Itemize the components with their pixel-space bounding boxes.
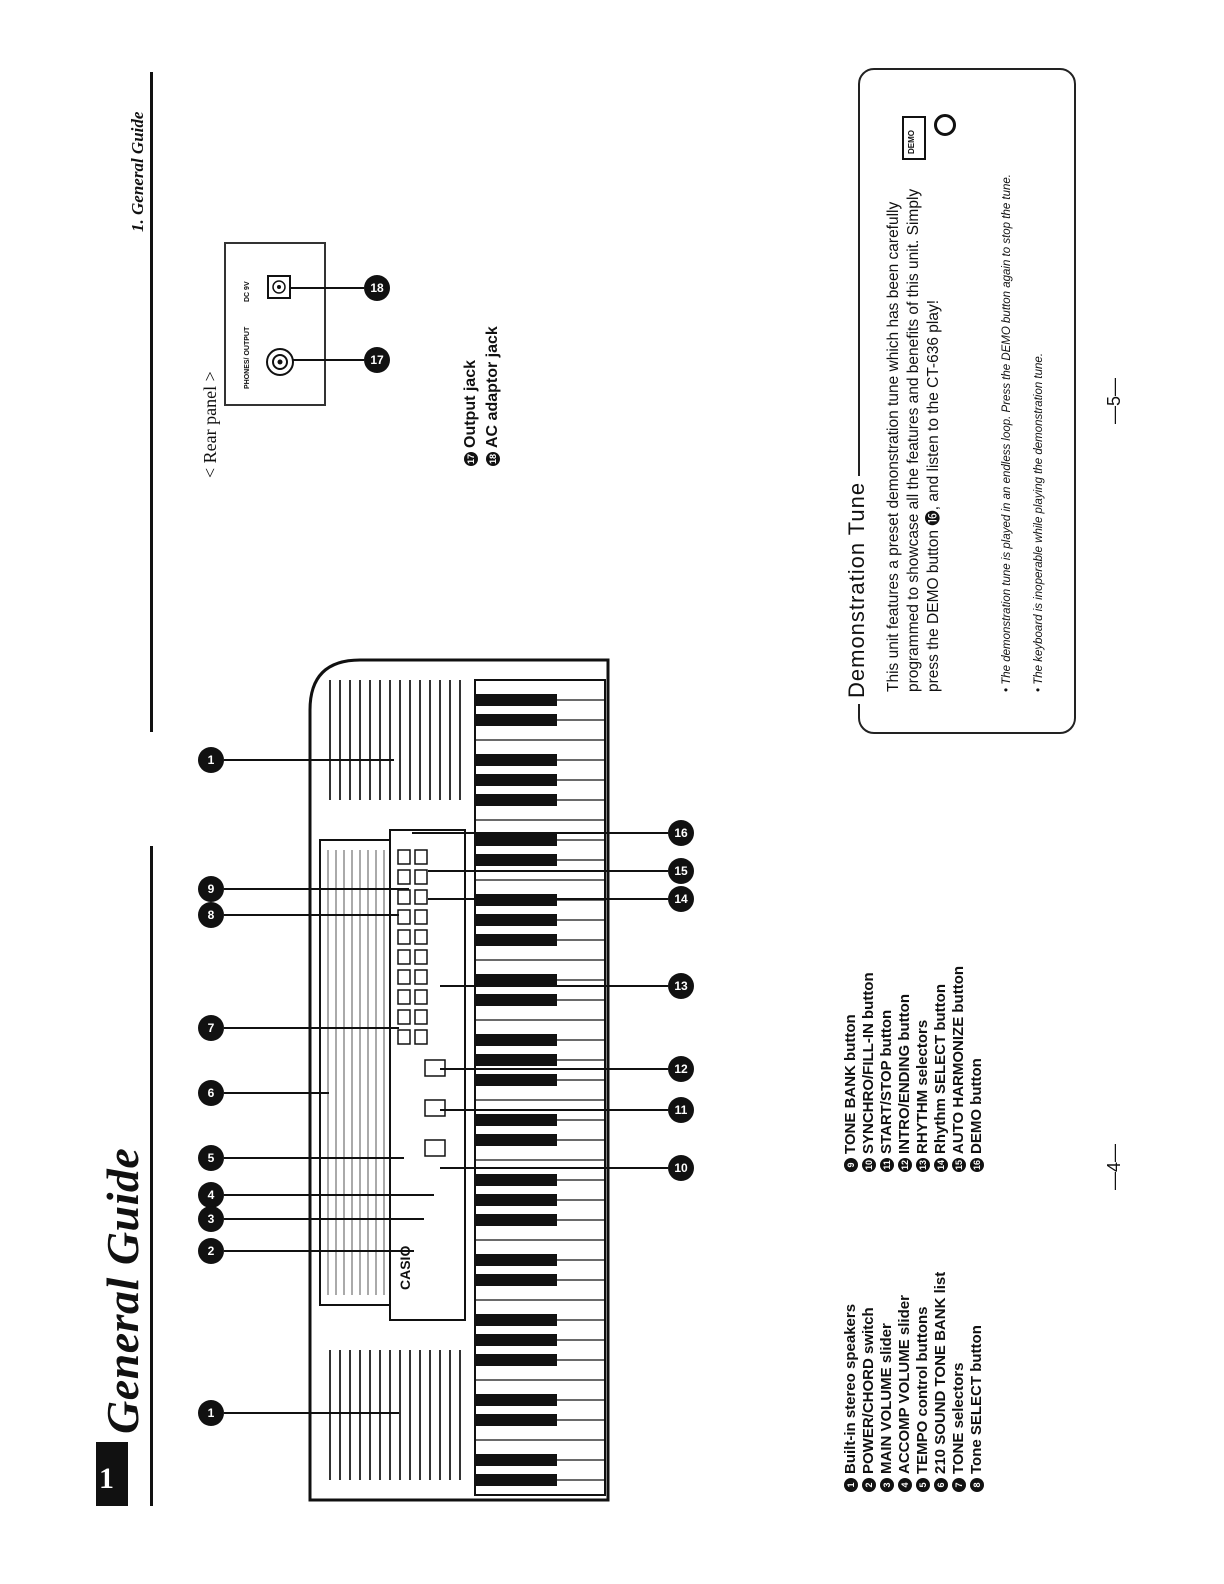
callout-1-right-speaker: 1 bbox=[198, 747, 224, 773]
brand-logo: CASIO bbox=[397, 1246, 413, 1290]
leader-line bbox=[224, 1218, 424, 1220]
leader-line bbox=[440, 985, 668, 987]
leader-line bbox=[224, 1250, 414, 1252]
chapter-number-box: 1 bbox=[96, 1442, 128, 1506]
callout-1-left-speaker: 1 bbox=[198, 1400, 224, 1426]
heading-rule-right bbox=[150, 72, 153, 732]
demo-title: Demonstration Tune bbox=[844, 475, 870, 704]
demo-body-text: This unit features a preset demonstratio… bbox=[885, 188, 942, 692]
callout-14: 14 bbox=[668, 886, 694, 912]
phones-jack-icon bbox=[266, 348, 294, 376]
demo-icon-label: DEMO bbox=[907, 130, 916, 154]
dc-9v-label: DC 9V bbox=[244, 281, 251, 302]
leader-line bbox=[412, 832, 668, 834]
leader-line bbox=[224, 914, 399, 916]
callout-7: 7 bbox=[198, 1015, 224, 1041]
callout-17: 17 bbox=[364, 347, 390, 373]
callout-13: 13 bbox=[668, 973, 694, 999]
callout-9: 9 bbox=[198, 876, 224, 902]
rear-panel-title: < Rear panel > bbox=[200, 371, 220, 478]
demo-note-1: • The demonstration tune is played in an… bbox=[1001, 173, 1013, 692]
callout-11: 11 bbox=[668, 1097, 694, 1123]
demo-note-2: • The keyboard is inoperable while playi… bbox=[1033, 352, 1045, 692]
callout-15: 15 bbox=[668, 858, 694, 884]
callout-4: 4 bbox=[198, 1182, 224, 1208]
leader-line bbox=[224, 1412, 399, 1414]
callout-18: 18 bbox=[364, 275, 390, 301]
callout-8: 8 bbox=[198, 902, 224, 928]
leader-line bbox=[290, 287, 364, 289]
keyboard-illustration: CASIO bbox=[308, 658, 610, 1502]
callout-10: 10 bbox=[668, 1155, 694, 1181]
leader-line bbox=[224, 888, 409, 890]
leader-line bbox=[224, 1027, 399, 1029]
callout-6: 6 bbox=[198, 1080, 224, 1106]
leader-line bbox=[440, 1167, 668, 1169]
callout-3: 3 bbox=[198, 1206, 224, 1232]
rear-panel-box: PHONES/ OUTPUT DC 9V bbox=[224, 242, 326, 406]
chapter-title: General Guide bbox=[97, 1147, 148, 1434]
leader-line bbox=[440, 1068, 668, 1070]
callout-16: 16 bbox=[668, 820, 694, 846]
leader-line bbox=[224, 759, 394, 761]
page-number-left: —4— bbox=[1104, 1143, 1124, 1190]
page-number-right: —5— bbox=[1104, 377, 1124, 424]
leader-line bbox=[292, 359, 364, 361]
callout-5: 5 bbox=[198, 1145, 224, 1171]
rear-panel-jacks bbox=[266, 275, 294, 376]
phones-output-label: PHONES/ OUTPUT bbox=[244, 326, 251, 389]
leader-line bbox=[224, 1194, 434, 1196]
leader-line bbox=[440, 1109, 668, 1111]
leader-line bbox=[224, 1092, 329, 1094]
leader-line bbox=[224, 1157, 404, 1159]
chapter-number: 1 bbox=[99, 1462, 114, 1495]
callout-12: 12 bbox=[668, 1056, 694, 1082]
leader-line bbox=[428, 898, 668, 900]
demo-panel bbox=[858, 68, 1076, 734]
demo-led-icon bbox=[934, 114, 956, 136]
leader-line bbox=[428, 870, 668, 872]
demo-button-icon: DEMO bbox=[902, 116, 926, 160]
running-head: 1. General Guide bbox=[128, 111, 147, 232]
callout-2: 2 bbox=[198, 1238, 224, 1264]
heading-rule-left bbox=[150, 846, 153, 1506]
